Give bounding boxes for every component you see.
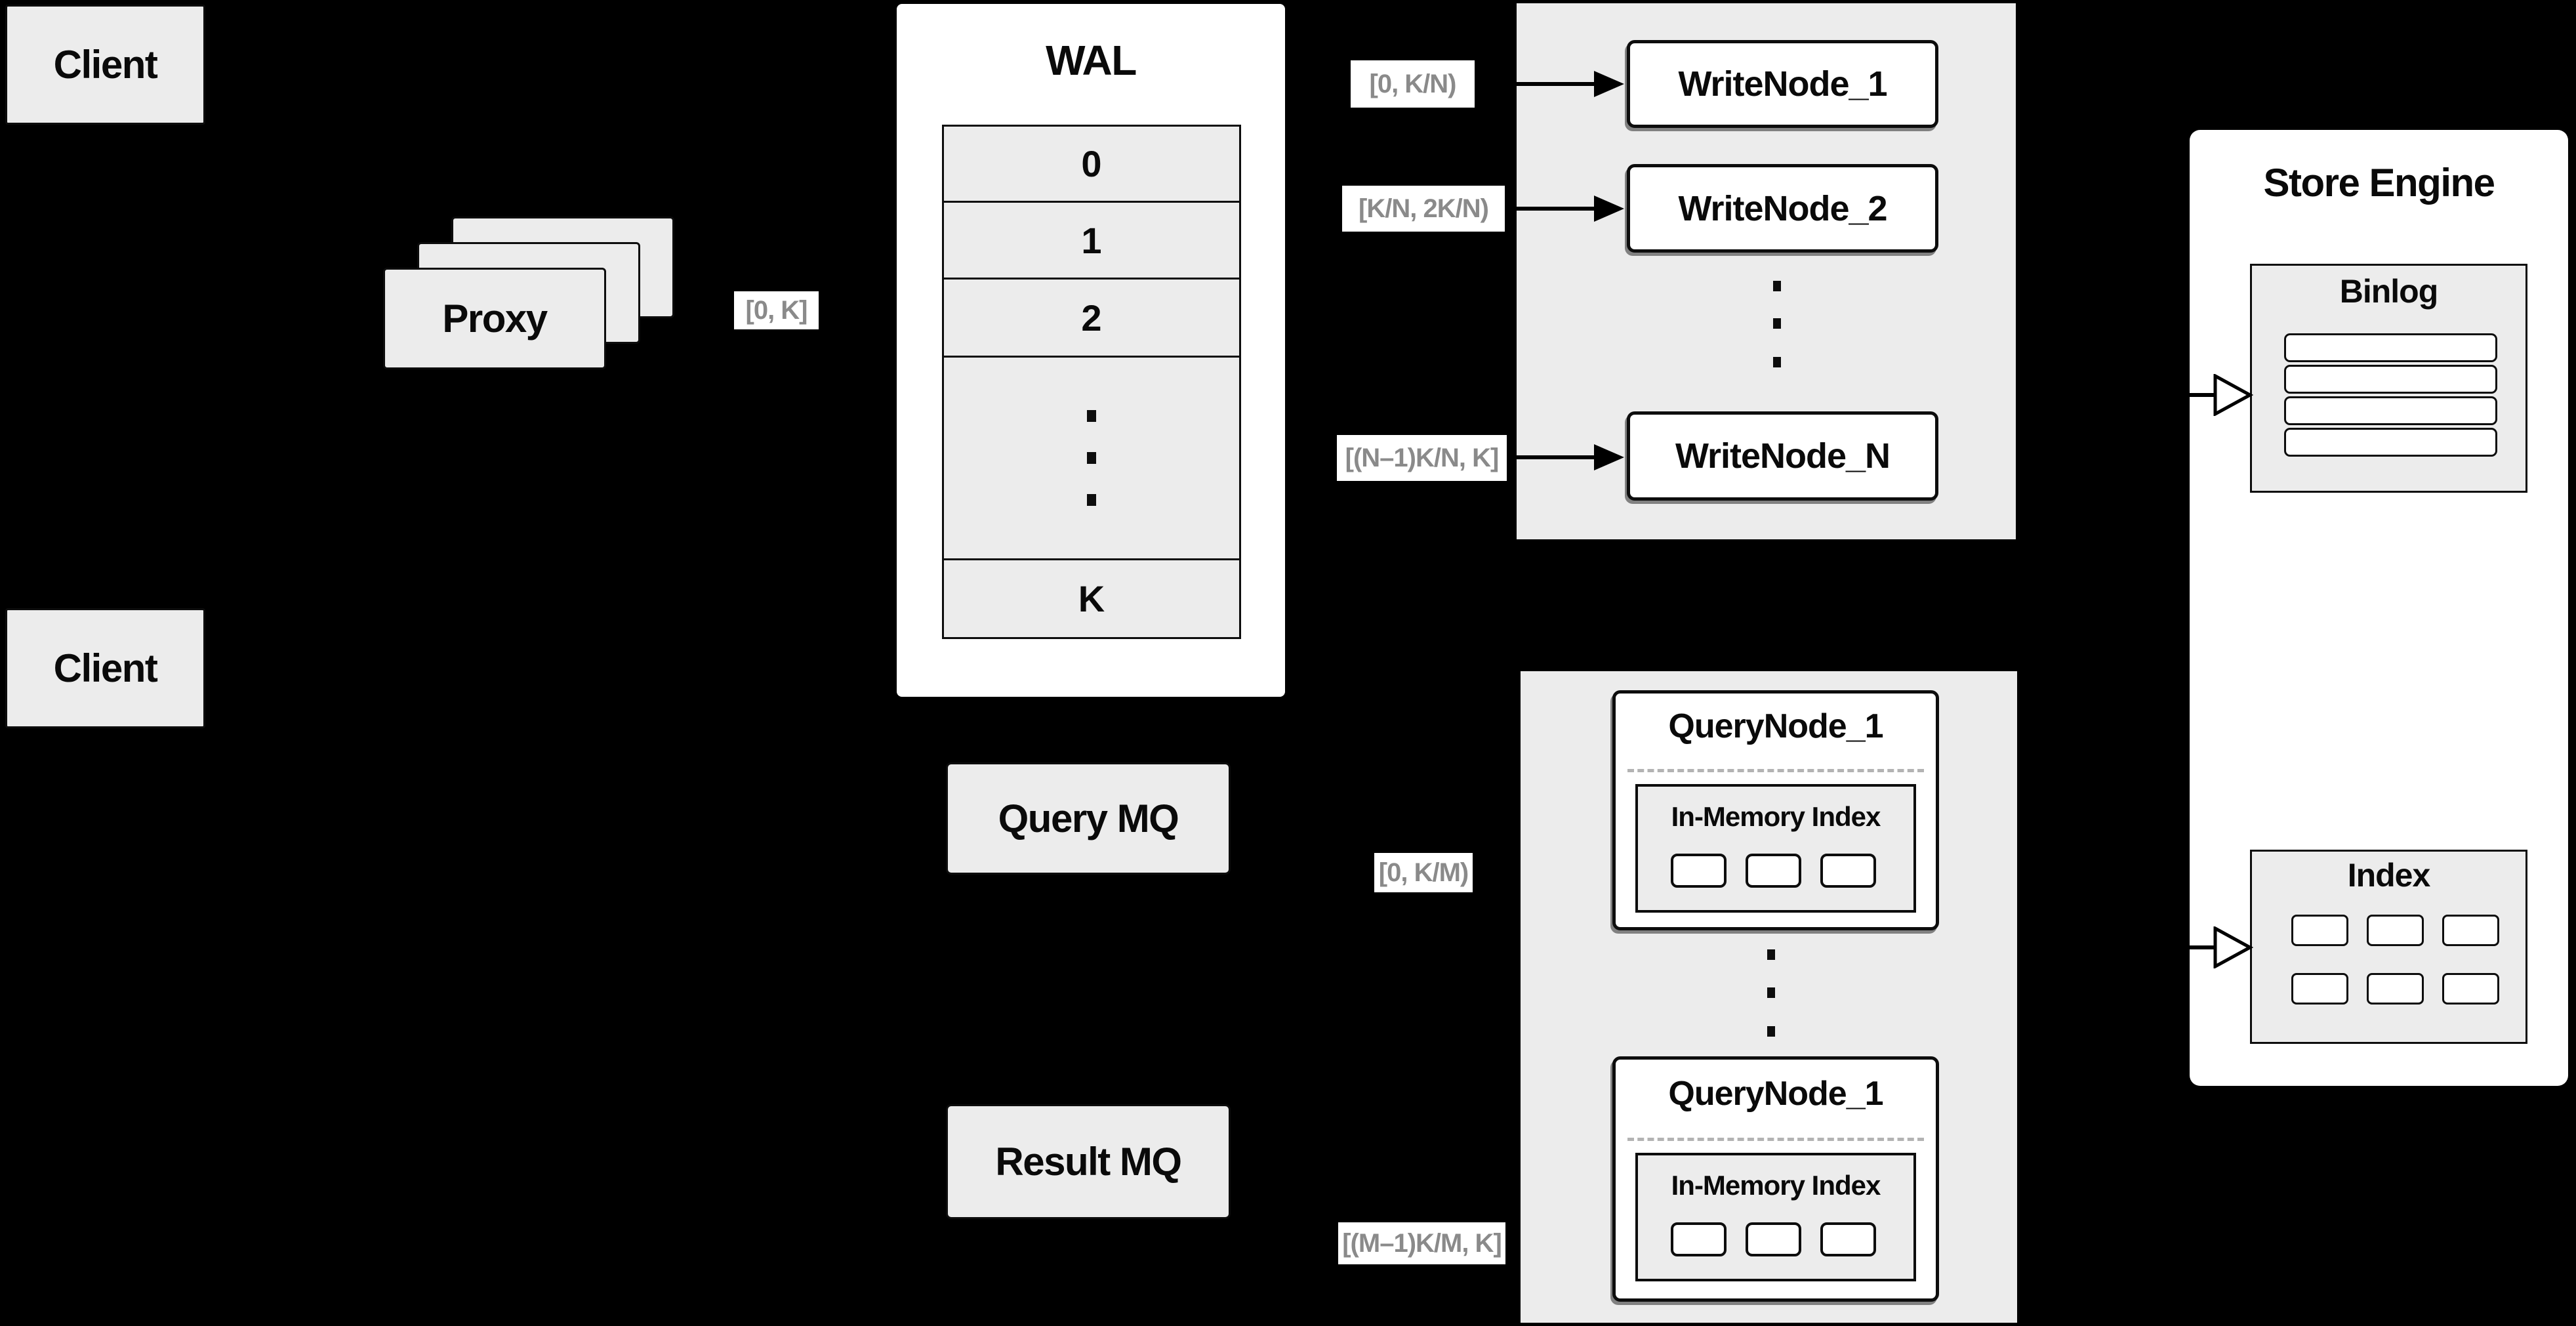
open-arrowhead-icon [2213, 926, 2254, 968]
client-box-bottom: Client [5, 608, 205, 728]
memory-segment [1671, 1222, 1727, 1256]
in-memory-index-box-bottom: In-Memory Index [1635, 1153, 1916, 1281]
index-title: Index [2347, 857, 2431, 894]
memory-segment [1820, 1222, 1876, 1256]
range-label-writenode-n: [(N–1)K/N, K] [1337, 435, 1507, 481]
binlog-row [2284, 428, 2497, 457]
index-cell [2291, 915, 2348, 946]
ellipsis-dot [1773, 281, 1781, 291]
binlog-row [2284, 396, 2497, 425]
wal-row-0: 0 [944, 127, 1239, 203]
wal-title: WAL [1046, 37, 1137, 84]
index-title-row: Index [2252, 852, 2525, 899]
ellipsis-dot [1773, 357, 1781, 367]
write-node-1-box: WriteNode_1 [1627, 40, 1938, 128]
proxy-label: Proxy [442, 297, 548, 341]
query-node-top-title-row: QueryNode_1 [1616, 694, 1936, 759]
query-node-top-box: QueryNode_1 In-Memory Index [1612, 690, 1939, 930]
index-cell [2367, 973, 2424, 1005]
client-box-top: Client [5, 5, 205, 125]
arrow-to-writenode-n [1507, 455, 1594, 459]
range-label-proxy-to-wal: [0, K] [734, 291, 819, 329]
arrow-to-binlog [2166, 393, 2216, 397]
memory-segment [1746, 854, 1801, 888]
proxy-card-front: Proxy [383, 268, 606, 369]
memory-segment [1671, 854, 1727, 888]
write-node-2-box: WriteNode_2 [1627, 164, 1938, 253]
wal-row-1: 1 [944, 203, 1239, 280]
in-memory-index-title-row: In-Memory Index [1638, 1155, 1913, 1216]
index-cell [2442, 973, 2499, 1005]
client-bottom-label: Client [53, 646, 158, 690]
solid-arrowhead-icon [1594, 71, 1624, 97]
store-engine-panel: Store Engine Binlog Index [2190, 130, 2568, 1086]
binlog-row [2284, 333, 2497, 362]
arrow-to-writenode-2 [1505, 207, 1594, 211]
index-cell [2442, 915, 2499, 946]
ellipsis-dot [1767, 949, 1775, 960]
query-node-divider [1627, 1138, 1924, 1141]
range-label-querynode-m: [(M–1)K/M, K] [1338, 1222, 1505, 1264]
binlog-box: Binlog [2250, 264, 2527, 493]
arrow-proxy-to-wal [819, 308, 892, 312]
range-label-writenode-2: [K/N, 2K/N) [1342, 186, 1505, 232]
binlog-title: Binlog [2339, 273, 2439, 310]
memory-segment [1746, 1222, 1801, 1256]
index-cell [2291, 973, 2348, 1005]
solid-arrowhead-icon [1594, 196, 1624, 222]
query-mq-label: Query MQ [998, 797, 1179, 840]
result-mq-box: Result MQ [946, 1104, 1231, 1219]
range-label-querynode-1: [0, K/M) [1374, 853, 1473, 892]
ellipsis-dot [1087, 410, 1096, 422]
ellipsis-dot [1087, 494, 1096, 506]
wal-table: 0 1 2 K [942, 125, 1241, 639]
memory-segment [1820, 854, 1876, 888]
ellipsis-dot [1773, 318, 1781, 329]
in-memory-index-title-row: In-Memory Index [1638, 787, 1913, 847]
ellipsis-dot [1767, 1026, 1775, 1037]
query-node-bottom-box: QueryNode_1 In-Memory Index [1612, 1056, 1939, 1302]
store-engine-title-row: Store Engine [2190, 156, 2568, 209]
wal-title-row: WAL [897, 34, 1285, 87]
client-top-label: Client [53, 43, 158, 87]
wal-row-2: 2 [944, 280, 1239, 358]
write-node-n-box: WriteNode_N [1627, 411, 1938, 501]
in-memory-index-box-top: In-Memory Index [1635, 784, 1916, 913]
index-box: Index [2250, 850, 2527, 1044]
write-node-n-label: WriteNode_N [1675, 436, 1891, 476]
query-mq-box: Query MQ [946, 762, 1231, 875]
range-label-writenode-1: [0, K/N) [1351, 60, 1475, 108]
wal-row-k: K [944, 560, 1239, 637]
store-engine-title: Store Engine [2263, 160, 2495, 205]
query-node-bottom-title-row: QueryNode_1 [1616, 1060, 1936, 1128]
in-memory-index-title: In-Memory Index [1671, 1170, 1881, 1201]
arrow-to-index [2166, 945, 2216, 949]
result-mq-label: Result MQ [995, 1140, 1182, 1184]
wal-panel: WAL 0 1 2 K [897, 4, 1285, 697]
ellipsis-dot [1767, 987, 1775, 998]
query-node-top-title: QueryNode_1 [1668, 707, 1883, 745]
open-arrowhead-icon [2213, 374, 2254, 416]
wal-row-ellipsis [944, 358, 1239, 560]
write-node-1-label: WriteNode_1 [1678, 64, 1887, 104]
in-memory-index-title: In-Memory Index [1671, 801, 1881, 832]
binlog-row [2284, 365, 2497, 394]
query-node-divider [1627, 769, 1924, 772]
proxy-stack: Proxy [383, 217, 674, 369]
ellipsis-dot [1087, 452, 1096, 464]
write-node-2-label: WriteNode_2 [1678, 188, 1887, 228]
solid-arrowhead-icon [1594, 444, 1624, 470]
query-node-bottom-title: QueryNode_1 [1668, 1075, 1883, 1113]
query-node-group: QueryNode_1 In-Memory Index QueryNode_1 [1521, 671, 2017, 1323]
index-cell [2367, 915, 2424, 946]
binlog-title-row: Binlog [2252, 266, 2525, 317]
arrow-to-writenode-1 [1475, 82, 1594, 86]
